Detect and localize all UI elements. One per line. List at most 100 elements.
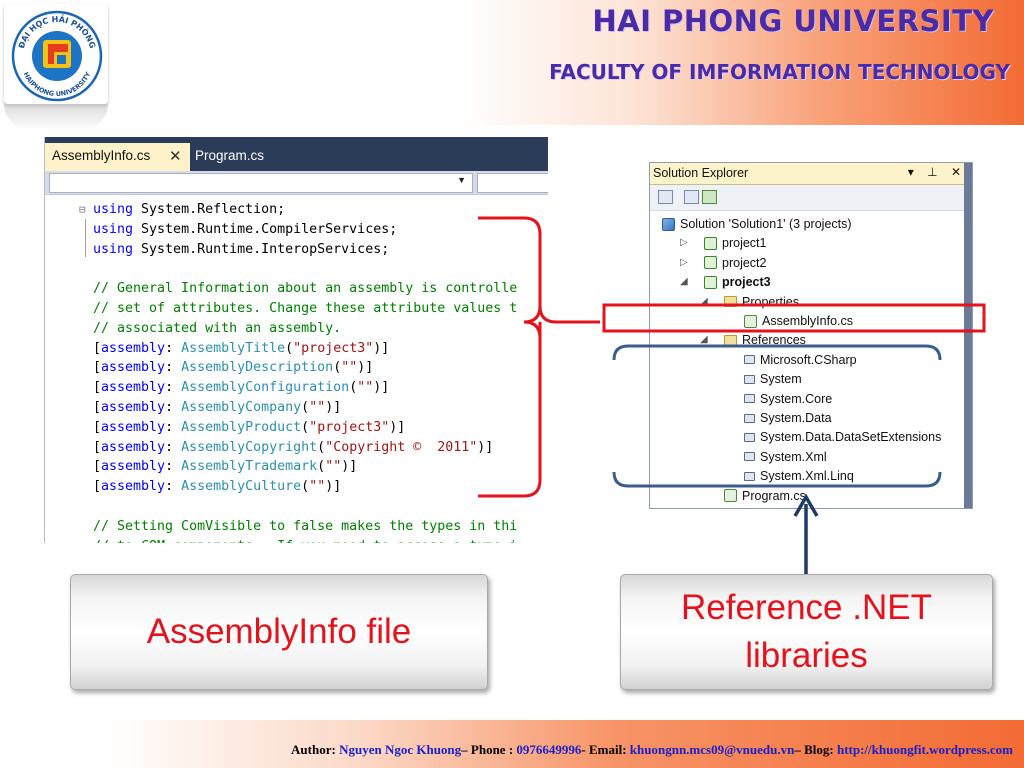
- code-line: // set of attributes. Change these attri…: [93, 300, 517, 318]
- tab-program[interactable]: Program.cs: [188, 143, 272, 171]
- tree-item-label: Microsoft.CSharp: [760, 352, 857, 367]
- csharp-project-icon: [704, 256, 717, 270]
- tree-item[interactable]: project2: [704, 254, 766, 272]
- window-controls[interactable]: ▾ ⊥ ✕: [907, 165, 966, 179]
- tree-item[interactable]: References: [724, 331, 806, 349]
- code-token: :: [165, 380, 182, 396]
- code-line: // associated with an assembly.: [93, 320, 341, 338]
- code-token: AssemblyTitle: [181, 340, 286, 356]
- code-token: assembly: [101, 439, 166, 455]
- tree-item[interactable]: System.Data: [744, 409, 832, 427]
- footer-credits: Author: Nguyen Ngoc Khuong– Phone : 0976…: [291, 742, 1013, 758]
- code-token: [: [93, 340, 102, 356]
- folder-icon: [724, 334, 737, 346]
- tab-label: Program.cs: [195, 148, 265, 163]
- tree-item[interactable]: System.Xml.Linq: [744, 467, 854, 485]
- code-token: )]: [373, 380, 390, 396]
- csharp-file-icon: [724, 489, 737, 503]
- code-token: AssemblyConfiguration: [181, 380, 350, 396]
- tree-item[interactable]: System: [744, 370, 802, 388]
- code-token: assembly: [101, 380, 166, 396]
- editor-tab-bar: AssemblyInfo.cs ✕ Program.cs: [45, 137, 548, 171]
- code-token: (: [285, 340, 294, 356]
- code-token: )]: [389, 419, 406, 435]
- blog-link[interactable]: http://khuongfit.wordpress.com: [836, 742, 1013, 757]
- tree-item[interactable]: project3: [704, 273, 771, 291]
- reference-icon: [744, 355, 755, 365]
- tree-item[interactable]: Program.cs: [724, 487, 806, 505]
- show-all-files-icon[interactable]: [684, 190, 699, 204]
- tree-item[interactable]: System.Core: [744, 390, 832, 408]
- code-token: (: [301, 419, 310, 435]
- code-line: [assembly: AssemblyConfiguration("")]: [93, 379, 389, 397]
- blog-label: – Blog:: [794, 742, 834, 757]
- expander-icon[interactable]: ▷: [680, 237, 688, 249]
- folder-icon: [724, 296, 737, 308]
- code-token: (: [317, 439, 326, 455]
- code-token: [: [93, 360, 102, 376]
- tree-item-label: Program.cs: [742, 488, 806, 503]
- solution-explorer: Solution Explorer ▾ ⊥ ✕ Solution 'Soluti…: [649, 162, 973, 509]
- logo-emblem-icon: ĐẠI HỌC HẢI PHÒNG HAIPHONG UNIVERSITY: [11, 10, 103, 102]
- code-token: // General Information about an assembly…: [93, 281, 518, 297]
- author-label: Author:: [291, 742, 336, 757]
- code-line: [assembly: AssemblyTitle("project3")]: [93, 340, 389, 358]
- tree-item-label: project1: [722, 236, 767, 251]
- code-area[interactable]: ⊟ using System.Reflection;using System.R…: [45, 195, 548, 543]
- tree-item[interactable]: Solution 'Solution1' (3 projects): [662, 215, 852, 233]
- collapse-icon[interactable]: ⊟: [79, 203, 86, 216]
- code-line: [assembly: AssemblyProduct("project3")]: [93, 419, 405, 437]
- tree-item-label: System.Xml.Linq: [760, 469, 854, 484]
- tree-item[interactable]: System.Xml: [744, 448, 827, 466]
- code-token: "": [309, 400, 326, 415]
- code-line: [assembly: AssemblyTrademark("")]: [93, 458, 357, 476]
- author-name: Nguyen Ngoc Khuong: [339, 742, 462, 757]
- code-token: )]: [325, 400, 342, 415]
- expander-icon[interactable]: ◢: [680, 276, 688, 288]
- code-token: using: [93, 241, 134, 257]
- tree-item[interactable]: project1: [704, 234, 766, 252]
- code-token: "project3": [309, 419, 390, 435]
- note-text-line2: libraries: [745, 636, 868, 675]
- code-token: :: [165, 400, 182, 415]
- reference-icon: [744, 394, 755, 404]
- expander-icon[interactable]: ▷: [680, 256, 688, 268]
- tree-item-label: System.Xml: [760, 449, 827, 464]
- code-token: [: [93, 419, 102, 435]
- code-token: [: [93, 400, 102, 415]
- refresh-icon[interactable]: [702, 190, 717, 204]
- code-token: (: [317, 459, 326, 475]
- tree-item[interactable]: Properties: [724, 293, 799, 311]
- code-token: "": [309, 479, 326, 495]
- csharp-project-icon: [704, 236, 717, 250]
- tree-item-label: References: [742, 333, 806, 348]
- code-token: [: [93, 459, 102, 475]
- code-token: // set of attributes. Change these attri…: [93, 301, 518, 316]
- code-token: AssemblyCopyright: [181, 439, 318, 455]
- code-token: AssemblyTrademark: [181, 459, 318, 475]
- properties-icon[interactable]: [658, 190, 673, 204]
- email-link[interactable]: khuongnn.mcs09@vnuedu.vn: [629, 742, 795, 757]
- reference-icon: [744, 432, 755, 442]
- close-icon[interactable]: ✕: [169, 148, 182, 165]
- code-token: // Setting ComVisible to false makes the…: [93, 518, 518, 534]
- phone-label: – Phone :: [461, 742, 514, 757]
- tree-item[interactable]: AssemblyInfo.cs: [744, 312, 853, 330]
- code-token: (: [301, 479, 310, 495]
- member-dropdown[interactable]: [477, 173, 548, 193]
- code-token: "": [357, 380, 374, 396]
- tree-item[interactable]: System.Data.DataSetExtensions: [744, 428, 941, 446]
- code-line: [assembly: AssemblyCulture("")]: [93, 478, 341, 496]
- code-line: // General Information about an assembly…: [93, 280, 517, 298]
- code-token: (: [301, 400, 310, 415]
- tab-assemblyinfo[interactable]: AssemblyInfo.cs ✕: [45, 143, 190, 171]
- solution-explorer-titlebar: Solution Explorer ▾ ⊥ ✕: [650, 163, 972, 185]
- csharp-project-icon: [704, 275, 717, 289]
- code-token: AssemblyProduct: [181, 419, 302, 435]
- type-dropdown[interactable]: ▼: [49, 173, 473, 193]
- expander-icon[interactable]: ◢: [700, 295, 708, 307]
- panel-title: Solution Explorer: [653, 166, 749, 180]
- panel-edge: [964, 163, 972, 508]
- tree-item[interactable]: Microsoft.CSharp: [744, 351, 857, 369]
- expander-icon[interactable]: ◢: [700, 334, 708, 346]
